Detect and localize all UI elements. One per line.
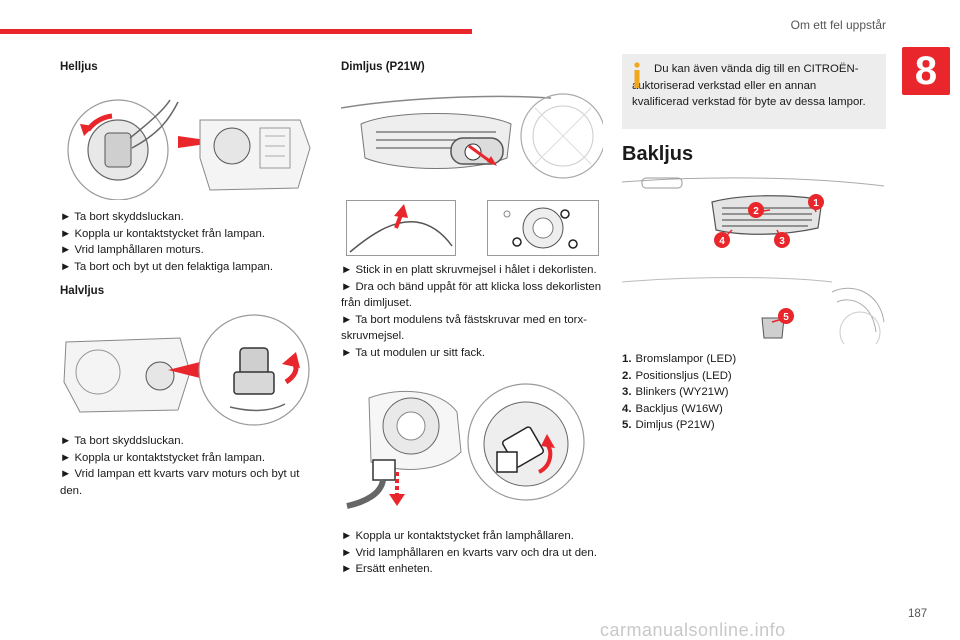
step: ► Ta bort skyddsluckan. [60,435,184,447]
step: ► Ta bort och byt ut den felaktiga lampa… [60,260,274,273]
step: ► Dra och bänd uppåt för att klicka loss… [341,280,602,310]
legend-item: 3.Blinkers (WY21W) [622,386,729,399]
callout-4: 4 [714,232,730,248]
step: ► Ta bort modulens två fästskruvar med e… [341,313,587,343]
heading-bakljus: Bakljus [622,143,694,165]
legend-item: 1.Bromslampor (LED) [622,353,737,365]
fog-light-clip-illustration [346,200,456,256]
high-beam-illustration [60,98,312,200]
rear-light-legend: 1.Bromslampor (LED) 2.Positionsljus (LED… [622,351,736,434]
legend-item: 5.Dimljus (P21W) [622,419,715,432]
step: ► Ersätt enheten. [341,563,433,576]
step: ► Stick in en platt skruvmejsel i hålet … [341,264,597,276]
dimljus-steps: ► Stick in en platt skruvmejsel i hålet … [341,262,603,362]
step: ► Koppla ur kontaktstycket från lampan. [60,227,266,240]
helljus-steps: ► Ta bort skyddsluckan. ► Koppla ur kont… [60,209,312,275]
page-number: 187 [908,608,928,620]
info-box: Du kan även vända dig till en CITROËN-au… [622,54,886,129]
info-text: Du kan även vända dig till en CITROËN-au… [632,63,866,109]
section-title: Om ett fel uppstår [790,18,886,32]
legend-item: 4.Backljus (W16W) [622,402,723,415]
low-beam-illustration [60,312,312,428]
callout-3: 3 [774,232,790,248]
svg-text:2: 2 [753,206,759,217]
fog-light-screws-illustration [487,200,599,256]
step: ► Ta ut modulen ur sitt fack. [341,346,486,359]
svg-text:1: 1 [813,198,819,209]
callout-2: 2 [748,202,764,218]
chapter-badge: 8 [902,47,950,95]
svg-text:3: 3 [779,236,785,247]
heading-helljus: Helljus [60,61,98,73]
watermark: carmanualsonline.info [600,620,786,640]
header-accent-rule [0,29,472,34]
info-icon [634,62,640,88]
step: ► Vrid lampan ett kvarts varv moturs och… [60,468,300,497]
step: ► Vrid lamphållaren en kvarts varv och d… [341,546,597,559]
callout-1: 1 [808,194,824,210]
heading-dimljus: Dimljus (P21W) [341,61,425,73]
step: ► Vrid lamphållaren moturs. [60,244,204,257]
heading-halvljus: Halvljus [60,285,105,297]
halvljus-steps: ► Ta bort skyddsluckan. ► Koppla ur kont… [60,433,312,499]
step: ► Koppla ur kontaktstycket från lamphåll… [341,530,574,542]
dimljus-replace-steps: ► Koppla ur kontaktstycket från lamphåll… [341,528,603,578]
rear-light-illustration: 1 2 3 4 5 [622,172,886,344]
svg-text:4: 4 [719,236,725,247]
legend-item: 2.Positionsljus (LED) [622,369,732,382]
step: ► Ta bort skyddsluckan. [60,211,184,223]
fog-light-module-illustration [341,382,603,514]
fog-light-bumper-illustration [341,88,603,186]
callout-5: 5 [778,308,794,324]
step: ► Koppla ur kontaktstycket från lampan. [60,451,266,464]
svg-text:5: 5 [783,312,789,323]
